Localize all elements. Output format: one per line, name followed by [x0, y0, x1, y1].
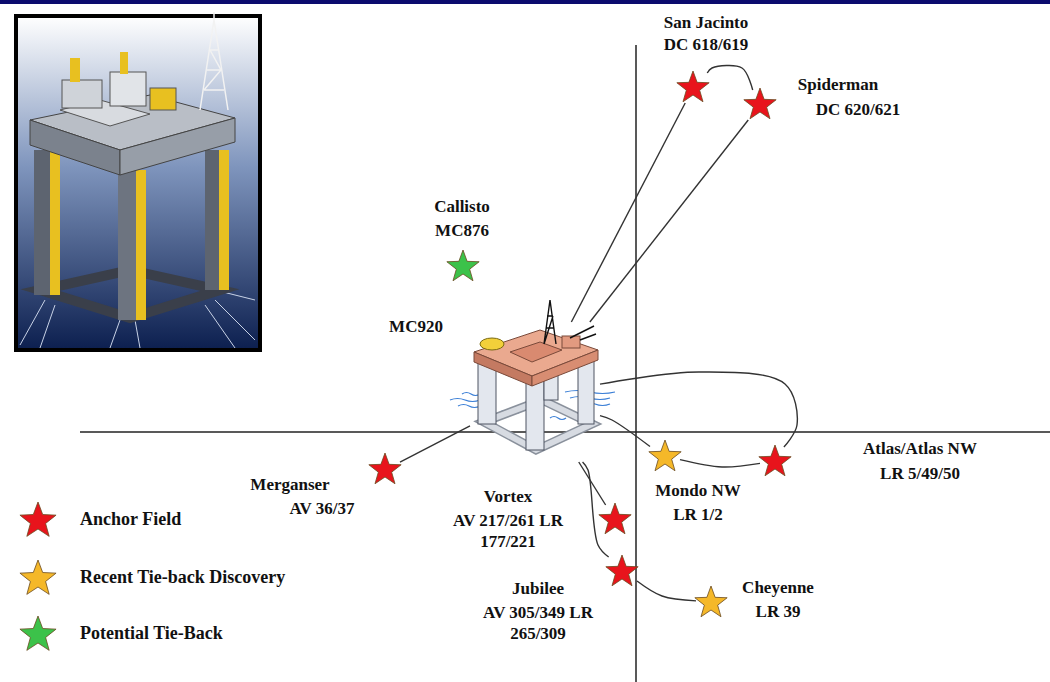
block-number: AV 305/349 LR 265/309	[480, 602, 596, 644]
flowline	[707, 65, 752, 90]
field-name: Vortex	[482, 486, 534, 507]
block-number: DC 620/621	[814, 99, 903, 120]
field-name: Jubilee	[510, 578, 566, 599]
block-number: MC876	[433, 220, 491, 241]
field-name: Atlas/Atlas NW	[861, 438, 979, 459]
field-star: Atlas/Atlas NWLR 5/49/50	[760, 447, 790, 477]
field-name: Mondo NW	[653, 480, 742, 501]
flowline	[583, 462, 609, 557]
flowline	[400, 426, 470, 462]
block-number: AV 217/261 LR 177/221	[450, 510, 566, 552]
legend-swatch-frame	[18, 614, 58, 654]
star-shape	[599, 503, 631, 534]
flowline	[571, 103, 685, 322]
field-star: Mondo NWLR 1/2	[650, 442, 680, 472]
field-name: MC920	[387, 316, 445, 337]
hub-platform: MC920	[470, 322, 600, 462]
star-shape	[606, 555, 638, 586]
star-symbol	[448, 252, 478, 282]
block-number: LR 1/2	[671, 504, 725, 525]
flowline	[637, 581, 696, 601]
field-name: San Jacinto	[662, 12, 751, 33]
legend-swatch	[20, 502, 56, 536]
star-shape	[759, 445, 791, 476]
star-symbol	[600, 505, 630, 535]
block-number: AV 36/37	[287, 498, 356, 519]
star-symbol	[745, 90, 775, 120]
star-symbol	[678, 73, 708, 103]
flowline	[680, 460, 760, 467]
legend-label: Recent Tie-back Discovery	[80, 566, 285, 588]
star-shape	[677, 71, 709, 102]
legend-label: Potential Tie-Back	[80, 622, 223, 644]
platform-illustration	[16, 12, 260, 350]
star-shape	[369, 453, 401, 484]
field-star: MerganserAV 36/37	[370, 455, 400, 485]
field-star: CheyenneLR 39	[696, 588, 726, 618]
field-star: CallistoMC876	[448, 252, 478, 282]
platform-symbol	[470, 322, 600, 462]
block-boundary	[635, 45, 637, 682]
legend-label: Anchor Field	[80, 508, 181, 530]
field-star: San JacintoDC 618/619	[678, 73, 708, 103]
top-rule	[0, 0, 1050, 4]
star-shape	[649, 440, 681, 471]
field-star: JubileeAV 305/349 LR 265/309	[607, 557, 637, 587]
block-number: LR 39	[754, 601, 803, 622]
flowline	[590, 120, 748, 322]
legend-swatch-frame	[18, 500, 58, 540]
legend-swatch-frame	[18, 558, 58, 598]
star-symbol	[370, 455, 400, 485]
star-symbol	[696, 588, 726, 618]
block-number: DC 618/619	[662, 34, 751, 55]
star-shape	[744, 88, 776, 119]
flowline	[600, 416, 650, 447]
star-shape	[447, 250, 479, 281]
star-symbol	[607, 557, 637, 587]
field-star: VortexAV 217/261 LR 177/221	[600, 505, 630, 535]
legend-swatch	[20, 560, 56, 594]
block-number: LR 5/49/50	[878, 463, 962, 484]
field-star: SpidermanDC 620/621	[745, 90, 775, 120]
legend-swatch	[20, 616, 56, 650]
field-name: Cheyenne	[740, 577, 816, 598]
flowline	[600, 372, 797, 447]
star-symbol	[760, 447, 790, 477]
hub-platform	[450, 300, 615, 450]
field-name: Callisto	[432, 196, 492, 217]
field-name: Spiderman	[796, 74, 880, 95]
star-symbol	[650, 442, 680, 472]
star-shape	[695, 586, 727, 617]
field-name: Merganser	[248, 474, 331, 495]
